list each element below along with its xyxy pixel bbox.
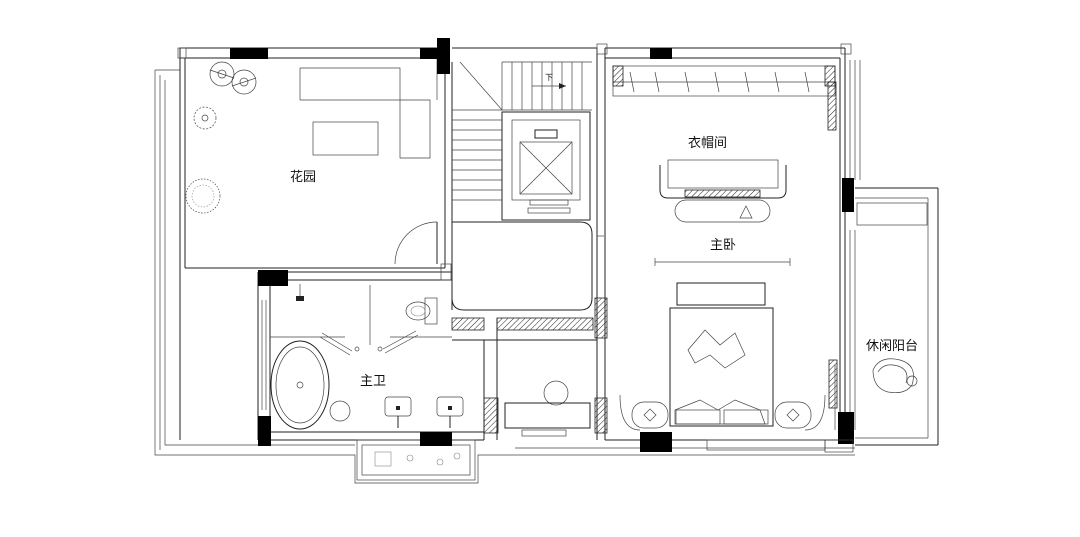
- master-suite: 衣帽间 主卧: [604, 47, 846, 451]
- leisure-balcony: 休闲阳台: [849, 60, 939, 446]
- room-label-cloakroom: 衣帽间: [688, 135, 727, 151]
- plant-icon: [209, 61, 257, 95]
- corridor: [451, 297, 608, 440]
- room-label-master-bath: 主卫: [360, 374, 386, 389]
- lounge-chair-icon: [872, 358, 918, 394]
- master-bath: 主卫: [257, 271, 484, 441]
- stair-core: 下: [451, 47, 604, 440]
- room-label-master-bedroom: 主卧: [710, 238, 736, 253]
- toilet-icon: [405, 297, 438, 325]
- double-sink-icon: [384, 396, 464, 428]
- desk-icon: [504, 380, 591, 437]
- stair-down-label: 下: [545, 73, 553, 82]
- structural-columns: [230, 38, 854, 452]
- bed-icon: [654, 258, 791, 427]
- elevator-icon: [501, 111, 591, 221]
- nightstand-left: [631, 401, 669, 429]
- tree-icon: [185, 178, 221, 214]
- wall-ends: [177, 43, 854, 453]
- bathtub-icon: [270, 340, 330, 430]
- room-label-garden: 花园: [290, 169, 316, 185]
- stair-treads: [452, 61, 592, 201]
- shower-icon: [296, 284, 304, 301]
- shrub-icon: [193, 106, 217, 130]
- stair-down-arrow-icon: [532, 83, 566, 89]
- nightstand-right: [774, 401, 812, 429]
- utility-box: [356, 439, 476, 481]
- closet-rail: [612, 65, 837, 131]
- cloakroom-island: [659, 159, 787, 223]
- outer-boundary: [154, 69, 855, 484]
- room-label-leisure-balcony: 休闲阳台: [866, 339, 918, 354]
- garden-area: 花园: [179, 47, 446, 440]
- stool-icon: [329, 400, 351, 422]
